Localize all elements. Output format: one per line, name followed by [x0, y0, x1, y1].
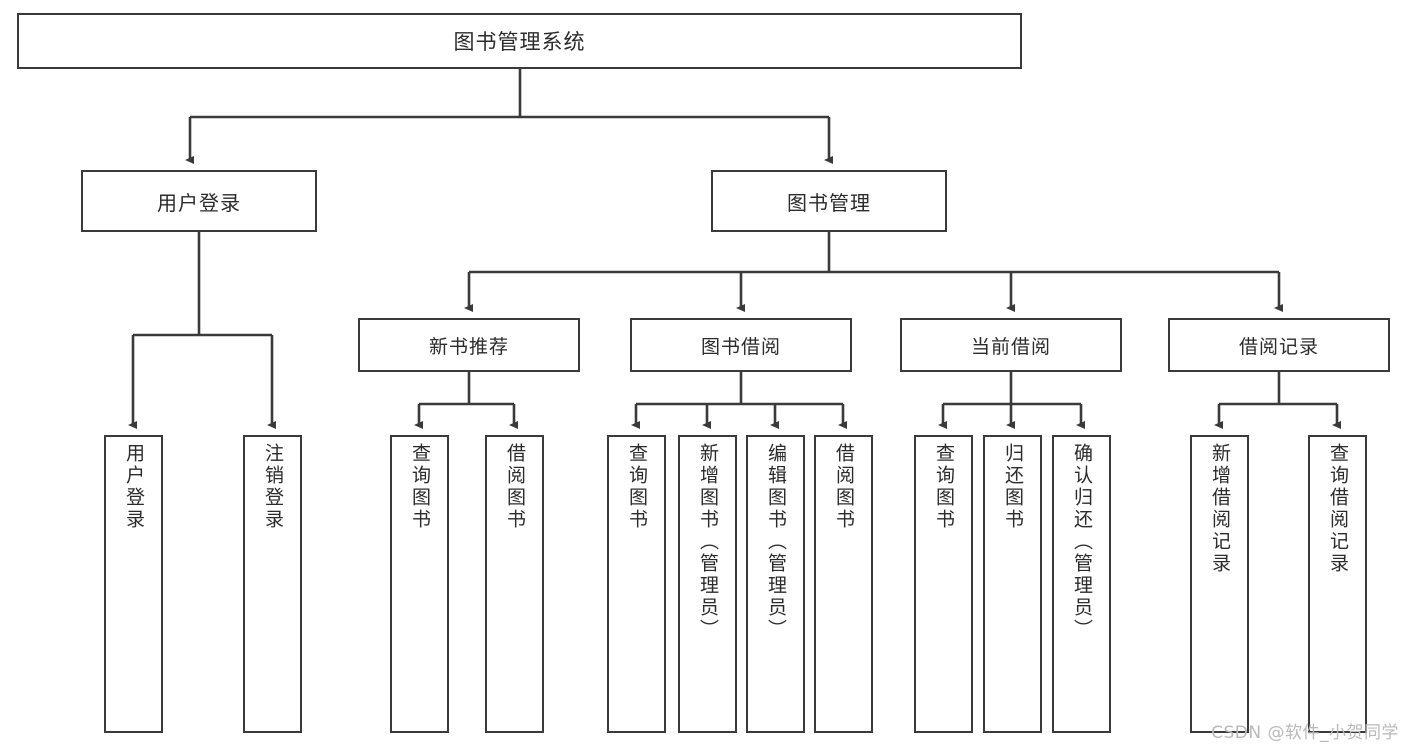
node-current-borrow[interactable]: 当前借阅: [900, 318, 1122, 372]
node-book-borrow[interactable]: 图书借阅: [630, 318, 852, 372]
node-leaf-confirm-return-label: 确认归还（管理员）: [1071, 443, 1093, 641]
node-user-login[interactable]: 用户登录: [81, 170, 317, 232]
node-new-book-recommend[interactable]: 新书推荐: [358, 318, 580, 372]
watermark: CSDN @软件_小贺同学: [1211, 723, 1399, 743]
node-leaf-query-record-label: 查询借阅记录: [1327, 443, 1349, 575]
node-leaf-add-book-label: 新增图书（管理员）: [697, 443, 719, 641]
node-leaf-user-login[interactable]: 用户登录: [104, 435, 163, 733]
node-leaf-edit-book-label: 编辑图书（管理员）: [765, 443, 787, 641]
node-leaf-query-record[interactable]: 查询借阅记录: [1308, 435, 1367, 733]
node-borrow-record-label: 借阅记录: [1238, 335, 1319, 358]
node-leaf-add-record[interactable]: 新增借阅记录: [1190, 435, 1249, 733]
node-leaf-borrow-book-1[interactable]: 借阅图书: [485, 435, 544, 733]
node-book-manage[interactable]: 图书管理: [711, 170, 947, 232]
node-user-login-label: 用户登录: [157, 190, 241, 215]
node-book-manage-label: 图书管理: [787, 190, 871, 215]
node-leaf-query-book-2-label: 查询图书: [626, 443, 648, 531]
node-current-borrow-label: 当前借阅: [970, 335, 1051, 358]
node-leaf-query-book-1[interactable]: 查询图书: [390, 435, 449, 733]
node-leaf-edit-book[interactable]: 编辑图书（管理员）: [746, 435, 805, 733]
node-new-book-recommend-label: 新书推荐: [428, 335, 509, 358]
node-leaf-logout-label: 注销登录: [262, 443, 284, 531]
node-leaf-add-record-label: 新增借阅记录: [1209, 443, 1231, 575]
node-leaf-query-book-2[interactable]: 查询图书: [607, 435, 666, 733]
node-leaf-logout[interactable]: 注销登录: [243, 435, 302, 733]
node-leaf-borrow-book-2[interactable]: 借阅图书: [814, 435, 873, 733]
node-root[interactable]: 图书管理系统: [17, 13, 1022, 69]
node-leaf-return-book-label: 归还图书: [1002, 443, 1024, 531]
node-leaf-query-book-1-label: 查询图书: [409, 443, 431, 531]
node-leaf-borrow-book-2-label: 借阅图书: [833, 443, 855, 531]
node-book-borrow-label: 图书借阅: [700, 335, 781, 358]
node-leaf-return-book[interactable]: 归还图书: [983, 435, 1042, 733]
node-leaf-add-book[interactable]: 新增图书（管理员）: [678, 435, 737, 733]
node-leaf-confirm-return[interactable]: 确认归还（管理员）: [1052, 435, 1111, 733]
node-leaf-user-login-label: 用户登录: [123, 443, 145, 531]
node-borrow-record[interactable]: 借阅记录: [1168, 318, 1390, 372]
node-root-label: 图书管理系统: [453, 30, 586, 54]
node-leaf-borrow-book-1-label: 借阅图书: [504, 443, 526, 531]
node-leaf-query-book-3[interactable]: 查询图书: [914, 435, 973, 733]
node-leaf-query-book-3-label: 查询图书: [933, 443, 955, 531]
